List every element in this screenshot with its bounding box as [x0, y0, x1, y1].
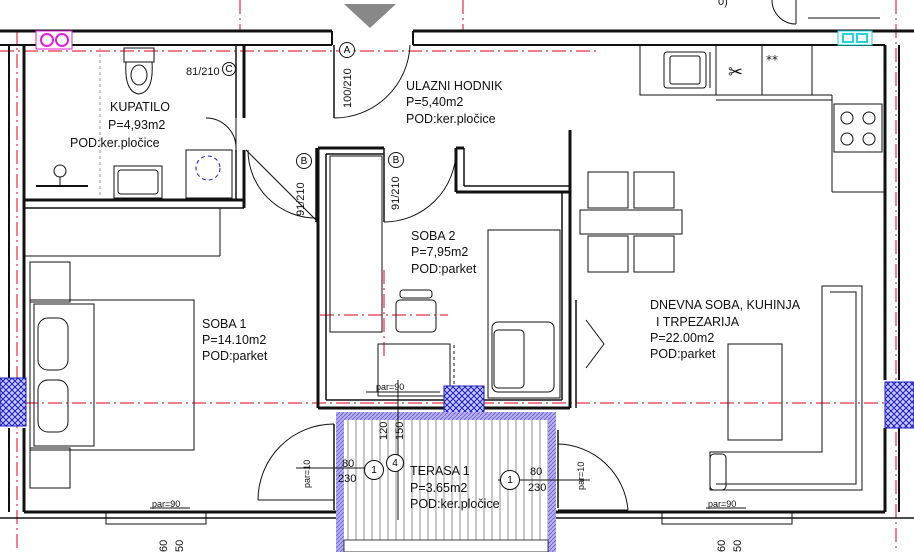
- soba2-area: P=7,95m2: [411, 245, 469, 259]
- dnevna-name-line1: DNEVNA SOBA, KUHINJA: [650, 298, 801, 312]
- hodnik-floor: POD:ker.pločice: [406, 112, 496, 126]
- dnevna-floor: POD:parket: [650, 347, 716, 361]
- left-bottom-60: 60: [158, 539, 170, 552]
- column-right: [884, 381, 914, 429]
- par10-left: par=10: [302, 459, 312, 488]
- entry-door: [333, 44, 411, 119]
- right-bottom-60: 60: [716, 539, 728, 552]
- vent-cyan: [837, 30, 873, 46]
- dim-120: 120: [378, 421, 390, 440]
- left-window-80: 80: [342, 458, 355, 470]
- column-center: [443, 385, 485, 417]
- svg-text:✂: ✂: [728, 62, 743, 83]
- entry-door-mark: A: [339, 42, 355, 58]
- terasa-floor: POD:ker.pločice: [410, 497, 500, 511]
- soba2-furniture: [329, 155, 561, 399]
- soba2-floor: POD:parket: [411, 262, 477, 276]
- entrance-arrow: [344, 4, 396, 28]
- left-bottom-50: 50: [174, 539, 186, 552]
- hodnik-area: P=5,40m2: [406, 95, 464, 109]
- svg-text:**: **: [766, 53, 778, 67]
- left-window-230: 230: [338, 473, 357, 485]
- soba1-furniture: [24, 208, 221, 489]
- window-mark-4: 4: [386, 454, 404, 472]
- dnevna-area: P=22.00m2: [650, 331, 715, 345]
- soba1-floor: POD:parket: [202, 349, 268, 363]
- kupatilo-floor: POD:ker.pločice: [70, 136, 160, 150]
- kitchen: [639, 44, 885, 193]
- dnevna-name-line2: I TRPEZARIJA: [656, 315, 740, 329]
- left-window-mark: 1: [364, 460, 384, 480]
- soba1-door-mark: B: [296, 153, 312, 169]
- terasa-name: TERASA 1: [410, 464, 470, 478]
- kupatilo-name: KUPATILO: [110, 100, 170, 114]
- top-fragment: 0): [718, 0, 728, 8]
- terrace: [336, 412, 556, 552]
- soba2-door-mark: B: [388, 152, 404, 168]
- right-window-230: 230: [528, 482, 547, 494]
- soba1-door: [242, 148, 317, 222]
- terasa-area: P=3.65m2: [410, 481, 468, 495]
- kupatilo-area: P=4,93m2: [108, 118, 166, 132]
- living-furniture: [575, 285, 863, 491]
- soba1-name: SOBA 1: [202, 317, 247, 331]
- par10-right: par=10: [576, 461, 586, 490]
- right-window-mark: 1: [500, 470, 520, 490]
- dining-set: [579, 171, 683, 273]
- column-left: [0, 377, 27, 427]
- par90-left: par=90: [152, 499, 181, 509]
- bathroom-fixtures: [36, 47, 233, 199]
- dim-150: 150: [394, 421, 406, 440]
- right-window-80: 80: [530, 466, 543, 478]
- soba1-door-size: 91/210: [295, 182, 307, 216]
- soba1-area: P=14.10m2: [202, 333, 267, 347]
- par90-right: par=90: [708, 499, 737, 509]
- bath-door-size: 81/210: [186, 66, 220, 78]
- soba2-door-size: 91/210: [390, 176, 402, 210]
- bath-door-mark: C: [222, 62, 236, 76]
- soba2-name: SOBA 2: [411, 229, 456, 243]
- terrace-doors: [257, 423, 629, 511]
- right-bottom-50: 50: [732, 539, 744, 552]
- soba2-door: [383, 148, 457, 223]
- soba2-walls: [316, 130, 572, 410]
- par90-mid: par=90: [376, 382, 405, 392]
- hodnik-name: ULAZNI HODNIK: [406, 79, 503, 93]
- bathroom-door: [205, 117, 237, 150]
- entry-door-size: 100/210: [342, 68, 354, 108]
- vent-magenta: [35, 30, 73, 50]
